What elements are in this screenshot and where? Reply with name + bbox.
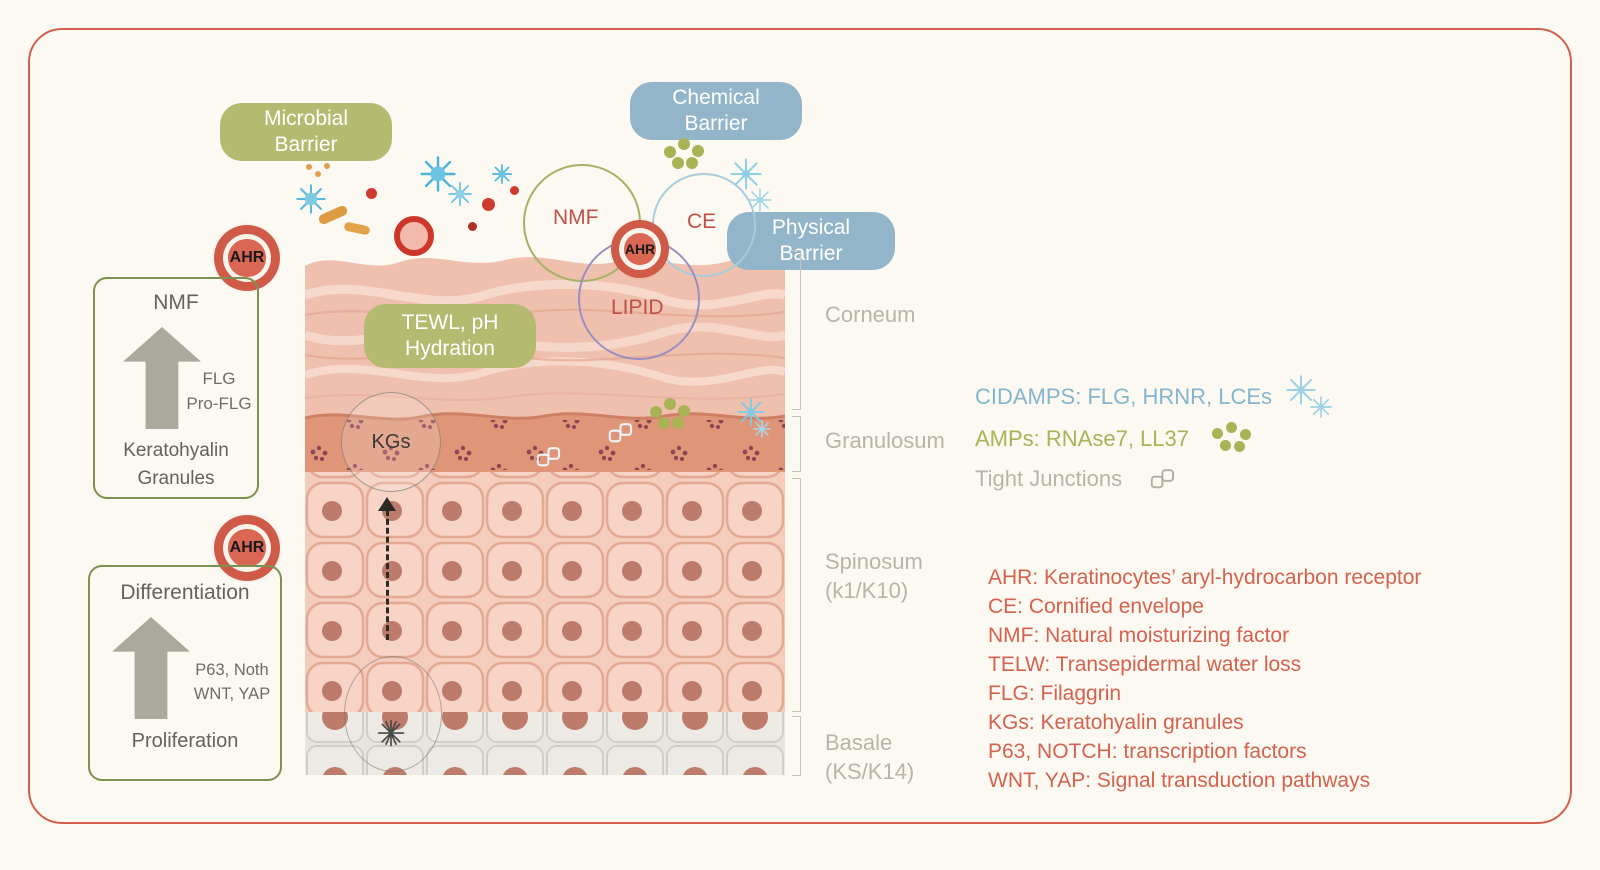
abbr-flg: FLG: Filaggrin [988, 682, 1122, 705]
abbr-kgs: KGs: Keratohyalin granules [988, 711, 1244, 734]
ahr-label: AHR [624, 241, 656, 257]
virus-icon [420, 156, 456, 192]
legend-cidamps: CIDAMPS: FLG, HRNR, LCEs [975, 384, 1273, 409]
abbr-p63: P63, NOTCH: transcription factors [988, 740, 1307, 763]
proliferation-text: Proliferation [90, 727, 280, 756]
nmf-keratohyalin-box: NMF FLG Pro-FLG Keratohyalin Granules [93, 277, 259, 499]
nmf-box-arrow-text: FLG Pro-FLG [183, 367, 255, 416]
chemical-barrier-line2: Barrier [684, 112, 748, 135]
layer-label-granulosum: Granulosum [825, 428, 945, 453]
chemical-barrier-line1: Chemical [672, 85, 760, 109]
cidamp-starburst-icon [1310, 396, 1332, 418]
tight-junction-icon [1150, 469, 1174, 489]
cidamp-starburst-icon [1286, 375, 1316, 405]
basale-sublabel: (KS/K14) [825, 758, 915, 784]
keratohyalin-granules-circle: KGs [341, 392, 441, 492]
kgs-label: KGs [371, 430, 411, 453]
basale-label: Basale [825, 730, 893, 755]
tight-junction-icon [536, 447, 561, 467]
spinosum-sublabel: (k1/K10) [825, 577, 909, 603]
outer-border [28, 28, 1572, 824]
layer-label-basale: Basale (KS/K14) [825, 729, 914, 786]
microbe-dot-icon [315, 171, 321, 177]
flg-text: FLG [202, 369, 236, 388]
cidamp-starburst-icon [737, 398, 765, 426]
ahr-badge-center-ring: AHR [618, 227, 662, 271]
wnt-yap-text: WNT, YAP [193, 684, 271, 703]
cidamp-starburst-icon [753, 420, 771, 438]
bacterium-icon [482, 198, 495, 211]
abbr-ce: CE: Cornified envelope [988, 595, 1204, 618]
ce-circle-label: CE [687, 210, 717, 233]
cidamp-starburst-icon [748, 188, 772, 212]
abbr-ahr: AHR: Keratinocytes’ aryl-hydrocarbon rec… [988, 566, 1422, 589]
layer-label-corneum: Corneum [825, 302, 916, 327]
ahr-badge-bottom-left-ring: AHR [222, 523, 272, 573]
basale-bracket [792, 716, 801, 776]
physical-barrier-line1: Physical [771, 215, 851, 239]
p63-noth-text: P63, Noth [195, 661, 269, 679]
amp-dots-icon [650, 396, 700, 432]
proliferation-label: Proliferation [131, 730, 239, 752]
ahr-badge-top-left-ring: AHR [222, 233, 272, 283]
microbe-dot-icon [324, 163, 330, 169]
chemical-barrier-pill: Chemical Barrier [630, 82, 802, 140]
up-arrow [112, 617, 190, 719]
microbial-barrier-line2: Barrier [274, 133, 338, 156]
virus-icon [296, 184, 326, 214]
nmf-box-bottom-text: Keratohyalin Granules [95, 437, 257, 492]
abbr-wnt: WNT, YAP: Signal transduction pathways [988, 769, 1371, 792]
amp-dots-icon [1212, 420, 1262, 456]
differentiation-arrow-line [386, 510, 389, 640]
ahr-badge-top-left-core: AHR [228, 239, 266, 277]
virus-icon [448, 182, 472, 206]
pro-flg-text: Pro-FLG [186, 393, 252, 413]
tewl-line1: TEWL, pH [401, 310, 499, 334]
granulosum-bracket [792, 416, 801, 472]
ahr-badge-bottom-left-core: AHR [228, 529, 266, 567]
bacterium-icon [366, 188, 377, 199]
ahr-label: AHR [229, 538, 265, 556]
abbr-telw: TELW: Transepidermal water loss [988, 653, 1302, 676]
diff-box-arrow-text: P63, Noth WNT, YAP [186, 659, 278, 707]
tight-junction-icon [608, 423, 633, 443]
cidamp-starburst-icon [730, 158, 762, 190]
amp-dots-icon [664, 136, 714, 172]
tewl-line2: Hydration [405, 337, 495, 360]
ahr-label: AHR [229, 248, 265, 266]
diff-box-title: Differentiation [120, 581, 250, 604]
virus-icon [492, 164, 512, 184]
ahr-badge-center-core: AHR [623, 232, 657, 266]
bacterium-icon [468, 222, 477, 231]
lipid-circle-label: LIPID [611, 296, 664, 319]
bacterium-icon [510, 186, 519, 195]
nmf-circle-label: NMF [553, 206, 599, 229]
basal-cell-highlight [344, 656, 442, 772]
keratohyalin-text: Keratohyalin [123, 440, 229, 461]
bacterium-icon [394, 216, 434, 256]
tewl-ph-hydration-pill: TEWL, pH Hydration [364, 304, 536, 368]
spinosum-label: Spinosum [825, 549, 923, 574]
ahr-badge-center: AHR [611, 220, 669, 278]
nmf-box-title: NMF [153, 291, 199, 314]
differentiation-proliferation-box: Differentiation P63, Noth WNT, YAP Proli… [88, 565, 282, 781]
microbial-barrier-line1: Microbial [263, 106, 349, 130]
granules-text: Granules [137, 467, 215, 489]
corneum-bracket [792, 250, 801, 410]
microbial-barrier-pill: Microbial Barrier [220, 103, 392, 161]
differentiation-arrow-head [378, 497, 396, 511]
layer-label-spinosum: Spinosum (k1/K10) [825, 548, 923, 605]
microbe-dot-icon [306, 164, 312, 170]
physical-barrier-line2: Barrier [779, 242, 843, 265]
legend-amps: AMPs: RNAse7, LL37 [975, 426, 1189, 451]
abbr-nmf: NMF: Natural moisturizing factor [988, 624, 1290, 647]
abbreviation-list: AHR: Keratinocytes’ aryl-hydrocarbon rec… [988, 563, 1528, 795]
spinosum-bracket [792, 478, 801, 712]
legend-tight-junctions: Tight Junctions [975, 466, 1123, 491]
